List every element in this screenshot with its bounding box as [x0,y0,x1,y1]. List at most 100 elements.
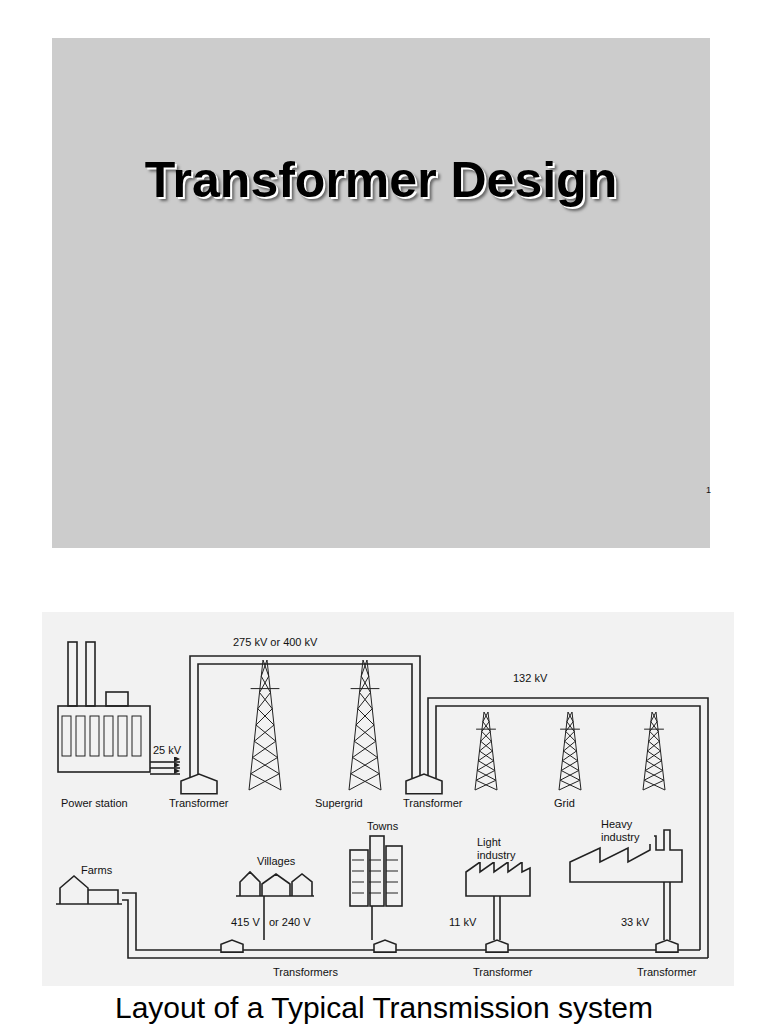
station-roof [106,692,128,706]
pylon-arm [351,688,380,689]
part-label: or 240 V [268,916,312,929]
chimney [68,642,77,706]
pylon-brace [566,722,575,732]
slide-title: Transformer Design [52,150,710,210]
town-window [369,882,381,883]
transformer-symbol [374,940,396,952]
town-window [352,860,364,861]
farm-buildings [56,876,122,904]
pylon-brace [649,732,660,742]
pylon-brace [356,709,374,725]
village-houses [236,872,314,896]
pylon-brace [646,751,661,761]
pylon [349,660,381,790]
pylon-leg [249,660,281,790]
pylon-brace [358,693,373,709]
part-label: 275 kV or 400 kV [232,636,318,649]
town-window [369,871,381,872]
pylon-brace [561,761,579,771]
pylon-brace [650,722,659,732]
power-station [58,706,150,772]
town-window [369,893,381,894]
pylon-brace [353,741,378,757]
part-label: Transformer [168,797,230,810]
transformer-symbol [221,940,243,952]
part-label: Light industry [476,836,524,862]
distribution-line [122,900,708,958]
feeder [371,906,373,940]
part-label: Power station [60,797,129,810]
transformer-symbol [406,774,442,794]
station-window [62,716,71,756]
pylon-brace [261,660,269,676]
pylon-brace [564,741,577,751]
pylon-arm [560,729,580,730]
pylon-brace [481,732,492,742]
feeder [263,896,265,940]
chimney [86,642,95,706]
pylon-brace [249,774,281,790]
supergrid-line [198,664,412,778]
part-label: 11 kV [448,916,477,929]
grid-line [428,698,708,958]
pylon-arm [476,729,496,730]
feeder [499,896,501,940]
pylon-brace [477,761,495,771]
part-label: 132 kV [512,672,548,685]
distribution-line [122,893,700,950]
town-window [386,893,398,894]
caption: Layout of a Typical Transmission system [0,991,768,1024]
pylon-brace [258,693,273,709]
pylon-brace [560,771,580,781]
pylon-brace [651,712,657,722]
pylon-brace [254,725,276,741]
feeder [663,882,665,940]
pylon-leg [475,712,497,790]
pylon [475,712,497,790]
town-window [386,871,398,872]
pylon [559,712,581,790]
pylon-brace [360,676,371,692]
title-slide [52,38,710,548]
part-label: Transformers [272,966,339,979]
station-window [76,716,85,756]
pylon-brace [476,771,496,781]
pylon-brace [478,751,493,761]
town-window [369,860,381,861]
town-building [350,850,368,906]
pylon-leg [559,712,581,790]
town-window [386,860,398,861]
pylon-brace [567,712,573,722]
part-label: Transformer [636,966,698,979]
part-label: Farms [80,864,113,877]
pylon [643,712,665,790]
pylon-arm [644,729,664,730]
pylon-brace [475,780,497,790]
pylon-brace [349,774,381,790]
part-label: Towns [366,820,399,833]
pylon-leg [349,660,381,790]
station-window [90,716,99,756]
pylon-brace [648,741,661,751]
town-window [352,871,364,872]
pylon-brace [643,780,665,790]
part-label: Transformer [472,966,534,979]
town-building [370,836,384,906]
part-label: Transformer [402,797,464,810]
pylon-brace [361,660,369,676]
town-window [352,893,364,894]
pylon-brace [644,771,664,781]
supergrid-line [190,656,420,778]
part-label: Grid [553,797,576,810]
pylon-brace [645,761,663,771]
pylon-brace [482,722,491,732]
light-industry-factory [466,862,530,896]
pylon-brace [256,709,274,725]
pylon-brace [480,741,493,751]
part-label: 25 kV [152,744,182,757]
part-label: 33 kV [620,916,650,929]
transformer-symbol [181,774,217,794]
grid-line [436,706,700,950]
part-label: Heavy industry [600,818,654,844]
